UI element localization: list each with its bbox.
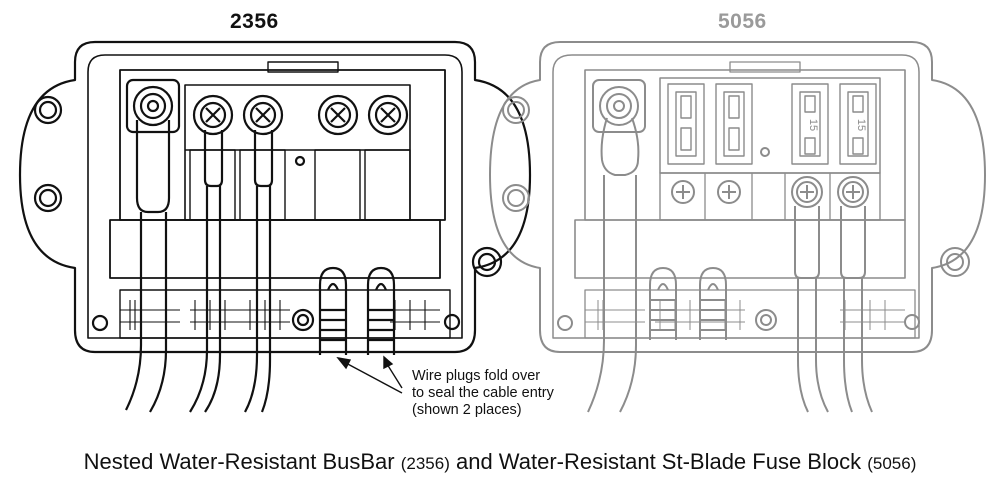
fuse-block-model-label: 5056 — [718, 10, 767, 33]
callout-arrows — [336, 355, 403, 394]
fuse-rating-mark: 15 — [855, 119, 867, 131]
fuse-block-terminal-screw — [671, 176, 869, 208]
busbar-mount-hole-right — [471, 246, 503, 278]
busbar-housing — [18, 40, 532, 354]
busbar-terminal-screw — [192, 94, 409, 136]
fuse-rating-mark: 15 — [807, 119, 819, 131]
fuse-block-mount-hole-right — [940, 247, 970, 277]
callout-line: (shown 2 places) — [412, 402, 522, 418]
busbar-model-label: 2356 — [230, 10, 279, 33]
busbar-main-cable — [125, 120, 171, 413]
fuse-block-wire-plug — [649, 267, 727, 340]
diagram-drawing: 15 15 — [18, 40, 986, 413]
wire-plug-callout: Wire plugs fold over to seal the cable e… — [412, 368, 554, 419]
fuse-block-mount-hole-left — [502, 96, 530, 212]
fuse-block-main-cable — [587, 117, 640, 413]
figure-caption: Nested Water-Resistant BusBar (2356) and… — [0, 449, 1000, 475]
busbar-mount-hole-left — [33, 95, 63, 213]
busbar-branch-cable — [189, 130, 274, 413]
blade-fuse — [667, 83, 877, 165]
callout-line: to seal the cable entry — [412, 385, 554, 401]
fuse-block-5056 — [489, 41, 986, 413]
callout-line: Wire plugs fold over — [412, 368, 541, 384]
caption-part1: Nested Water-Resistant BusBar — [83, 449, 401, 474]
fuse-block-output-cable — [794, 206, 873, 413]
caption-code-5056: (5056) — [867, 454, 917, 473]
fuse-block-housing — [489, 41, 986, 353]
caption-part2: and Water-Resistant St-Blade Fuse Block — [449, 449, 868, 474]
caption-code-2356: (2356) — [400, 454, 450, 473]
busbar-2356 — [18, 40, 532, 413]
busbar-wire-plug — [318, 266, 396, 355]
